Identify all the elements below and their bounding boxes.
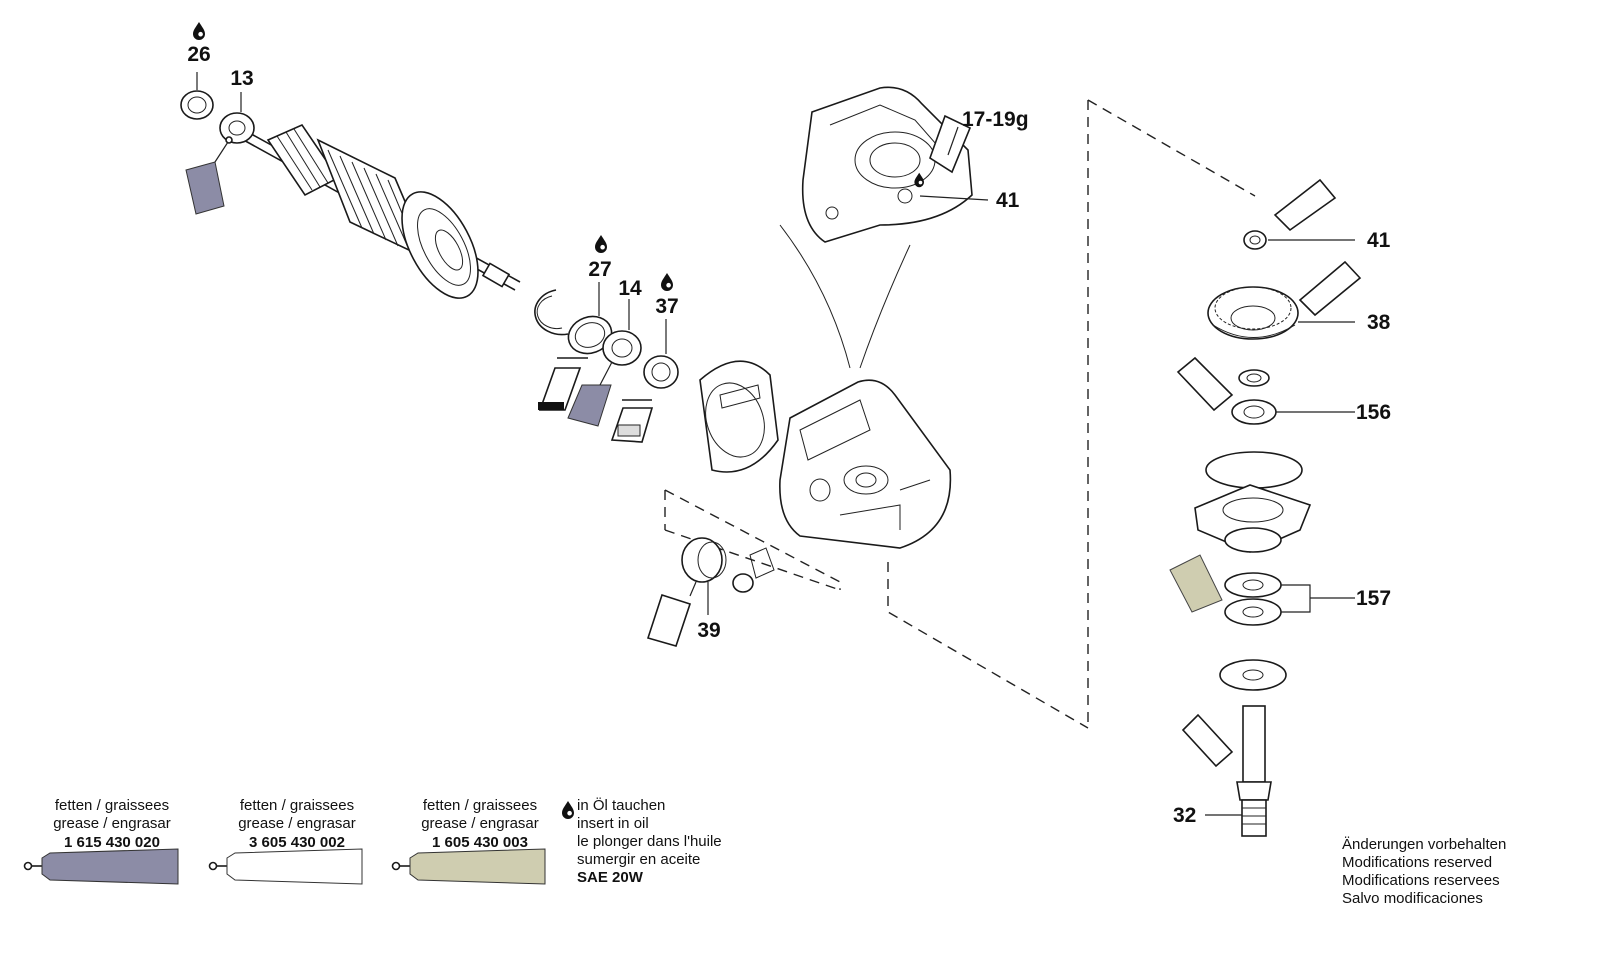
ball-bearing-156 [1176,356,1355,425]
legend-oil-note: in Öl tauchen insert in oil le plonger d… [562,796,722,886]
part-label-13: 13 [230,67,253,90]
spindle-32 [1181,705,1272,837]
legend-3-line2: grease / engrasar [421,815,539,832]
part-label-32: 32 [1173,804,1196,827]
legend-2-line2: grease / engrasar [238,815,356,832]
part-label-26: 26 [187,43,210,66]
ball-bearing-13 [219,92,255,144]
part-label-14: 14 [618,277,642,300]
needle-bearing-37 [643,319,679,389]
disclaimer-line2: Modifications reserved [1342,854,1492,871]
legend-1-line2: grease / engrasar [53,815,171,832]
ring-27 [567,282,613,355]
legend-2-line1: fetten / graissees [240,797,354,814]
disclaimer-line1: Änderungen vorbehalten [1342,836,1506,853]
needle-bearing-26 [180,72,214,120]
oil-note-line1: in Öl tauchen [577,796,665,814]
legend-1-line1: fetten / graissees [55,797,169,814]
grease-tube-13 [185,136,233,215]
pinion-assembly-39 [646,489,841,647]
armature-rotor [239,123,521,299]
oil-drop-icon [562,801,574,819]
legend-grease-1: fetten / graissees grease / engrasar 1 6… [23,797,179,885]
legend-1-partno: 1 615 430 020 [64,834,160,851]
oil-note-line3: le plonger dans l'huile [577,833,722,850]
oil-drop-icon [661,273,673,291]
washer [1219,659,1287,691]
part-label-37: 37 [655,295,678,318]
part-label-41-housing: 41 [996,189,1020,212]
gear-housing [779,379,952,549]
o-ring [1205,451,1303,489]
part-label-27: 27 [588,258,611,281]
disclaimer-line3: Modifications reservees [1342,872,1500,889]
oil-note-line5: SAE 20W [577,869,644,886]
gear-housing-top-view [801,86,989,243]
oil-note-line4: sumergir en aceite [577,851,700,868]
legend-2-partno: 3 605 430 002 [249,834,345,851]
legend-grease-2: fetten / graissees grease / engrasar 3 6… [208,797,363,885]
disclaimer-line4: Salvo modificaciones [1342,890,1483,907]
legend-grease-3: fetten / graissees grease / engrasar 1 6… [391,797,546,885]
oil-drop-icon [193,22,205,40]
disclaimer-block: Änderungen vorbehalten Modifications res… [1342,836,1506,907]
lube-icons-row [538,357,654,443]
part-label-157: 157 [1356,587,1391,610]
bearing-plate [699,360,779,473]
part-label-17-19g: 17-19g [962,108,1029,131]
part-label-41: 41 [1367,229,1391,252]
bearing-41 [1243,178,1355,250]
part-label-156: 156 [1356,401,1391,424]
bearing-flange [1194,484,1312,553]
retaining-ring [534,289,569,336]
part-label-38: 38 [1367,311,1391,334]
part-label-39: 39 [697,619,720,642]
oil-note-line2: insert in oil [577,815,649,832]
legend-3-line1: fetten / graissees [423,797,537,814]
ball-bearing-14 [602,299,642,366]
legend-3-partno: 1 605 430 003 [432,834,528,851]
bevel-gear-38 [1207,260,1362,340]
ring-small [1238,369,1270,387]
oil-drop-icon [595,235,607,253]
bearing-set-157 [1169,554,1355,626]
